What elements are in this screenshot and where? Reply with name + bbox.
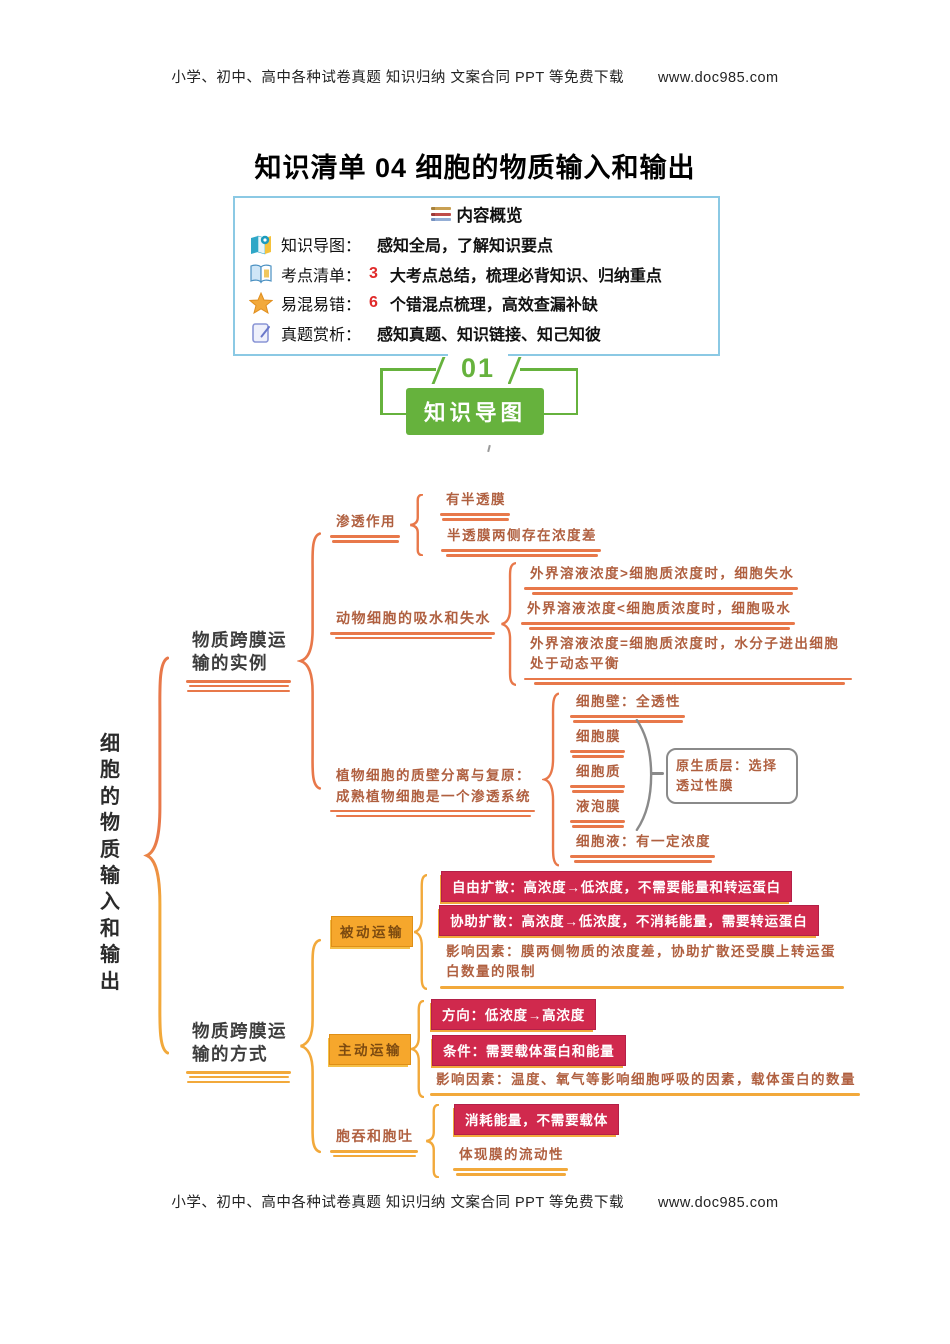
tablet-icon [249,322,273,344]
node-tonoplast: 液泡膜 [570,797,625,828]
node-animal-cell-water: 动物细胞的吸水和失水 [330,608,495,640]
underline [330,809,535,818]
node-concentration-difference: 半透膜两侧存在浓度差 [441,526,601,557]
node-endocytosis-exocytosis: 胞吞和胞吐 [330,1126,418,1158]
underline [570,715,685,723]
underline [524,677,852,685]
node-semipermeable-membrane: 有半透膜 [440,490,510,521]
node-passive-factors: 影响因素：膜两侧物质的浓度差，协助扩散还受膜上转运蛋白数量的限制 [440,942,844,989]
overview-item-label: 真题赏析： [281,327,362,344]
footer: 小学、初中、高中各种试卷真题 知识归纳 文案合同 PPT 等免费下载 www.do… [0,1191,950,1212]
node-cell-sap: 细胞液：有一定浓度 [570,832,715,863]
underline [430,1093,860,1097]
node-protoplast-layer: 原生质层：选择透过性膜 [666,748,798,805]
overview-box: 内容概览 知识导图： 感知全局，了解知识要点 考点清单： 3 大考点总结，梳理必背知识… [233,196,720,356]
underline [453,1168,568,1176]
overview-item-number: 3 [369,265,378,282]
node-dynamic-balance: 外界溶液浓度=细胞质浓度时，水分子进出细胞处于动态平衡 [524,634,852,685]
curly-brace-icon [412,874,427,990]
overview-item-label: 易混易错： [281,297,362,314]
header-text: 小学、初中、高中各种试卷真题 知识归纳 文案合同 PPT 等免费下载 [171,70,624,86]
node-cell-loses-water: 外界溶液浓度>细胞质浓度时，细胞失水 [524,564,799,595]
overview-item-desc: 感知全局，了解知识要点 [377,238,554,255]
underline [521,622,796,630]
overview-item-desc: 大考点总结，梳理必背知识、归纳重点 [389,268,662,285]
page-title: 知识清单 04 细胞的物质输入和输出 [254,153,696,183]
header-link: www.doc985.com [657,70,779,86]
node-plasmolysis: 植物细胞的质壁分离与复原： 成熟植物细胞是一个渗透系统 [330,746,535,837]
overview-item-key-points: 考点清单： 3 大考点总结，梳理必背知识、归纳重点 [249,262,662,286]
underline [570,750,625,758]
footer-link: www.doc985.com [657,1195,779,1211]
footer-text: 小学、初中、高中各种试卷真题 知识归纳 文案合同 PPT 等免费下载 [171,1195,624,1211]
section-bracket-line [520,368,578,371]
knowledge-map-section-button: 知识导图 [406,388,544,435]
overview-item-number: 6 [369,294,378,311]
node-membrane-fluidity: 体现膜的流动性 [453,1145,568,1176]
node-passive-transport: 被动运输 [331,916,413,947]
mindmap-root-node: 细胞的物质输入和输出 [100,733,120,993]
node-facilitated-diffusion: 协助扩散：高浓度→低浓度，不消耗能量，需要转运蛋白 [439,905,819,936]
underline [330,1150,418,1158]
curly-brace-icon [408,494,423,556]
node-cell-absorbs-water: 外界溶液浓度<细胞质浓度时，细胞吸水 [521,599,796,630]
node-free-diffusion: 自由扩散：高浓度→低浓度，不需要能量和转运蛋白 [441,871,792,902]
overview-item-label: 知识导图： [281,238,362,255]
overview-item-desc: 感知真题、知识链接、知己知彼 [377,327,602,344]
underline [524,587,799,595]
overview-heading-row: 内容概览 [235,202,718,226]
connector-dash [650,772,664,775]
node-cell-membrane: 细胞膜 [570,727,625,758]
branch-label-transport-modes: 物质跨膜运 输的方式 [186,997,291,1106]
curly-brace-root-icon [143,654,169,1057]
section-bracket-line [575,368,578,415]
underline [570,855,715,863]
underline [186,680,291,693]
underline [330,632,495,640]
curly-brace-icon [542,692,559,867]
slash-icon [431,357,446,384]
node-active-transport: 主动运输 [329,1034,411,1065]
curly-brace-icon [424,1104,439,1178]
underline [440,985,844,989]
branch-label-transport-examples: 物质跨膜运 输的实例 [186,606,291,715]
underline [570,820,625,828]
node-endo-energy: 消耗能量，不需要载体 [454,1104,619,1135]
underline [441,549,601,557]
node-active-factors: 影响因素：温度、氧气等影响细胞呼吸的因素，载体蛋白的数量 [430,1070,860,1097]
tiny-mark [487,444,491,453]
curly-brace-icon [297,531,321,791]
overview-heading: 内容概览 [456,207,523,225]
group-paren-icon [634,719,654,831]
underline [186,1071,291,1084]
node-active-direction: 方向：低浓度→高浓度 [431,999,596,1030]
overview-item-real-questions: 真题赏析： 感知真题、知识链接、知己知彼 [249,321,601,345]
underline [440,513,510,521]
curly-brace-icon [499,562,516,686]
list-icon [430,207,451,221]
node-cytoplasm: 细胞质 [570,762,625,793]
node-osmosis: 渗透作用 [330,512,400,543]
node-active-condition: 条件：需要载体蛋白和能量 [432,1035,626,1066]
star-icon [249,292,273,314]
curly-brace-icon [297,938,321,1154]
slash-icon [507,357,522,384]
overview-item-knowledge-map: 知识导图： 感知全局，了解知识要点 [249,232,553,256]
overview-item-label: 考点清单： [281,268,362,285]
overview-item-confusions: 易混易错： 6 个错混点梳理，高效查漏补缺 [249,291,598,315]
section-bracket-line [380,368,383,415]
underline [330,535,400,543]
header: 小学、初中、高中各种试卷真题 知识归纳 文案合同 PPT 等免费下载 www.do… [0,66,950,87]
node-cell-wall: 细胞壁：全透性 [570,692,685,723]
curly-brace-icon [409,1000,424,1098]
section-bracket-line [380,368,436,371]
map-icon [249,233,273,255]
section-number: 01 [448,353,508,384]
overview-item-desc: 个错混点梳理，高效查漏补缺 [389,297,598,314]
underline [570,785,625,793]
book-icon [249,263,273,285]
